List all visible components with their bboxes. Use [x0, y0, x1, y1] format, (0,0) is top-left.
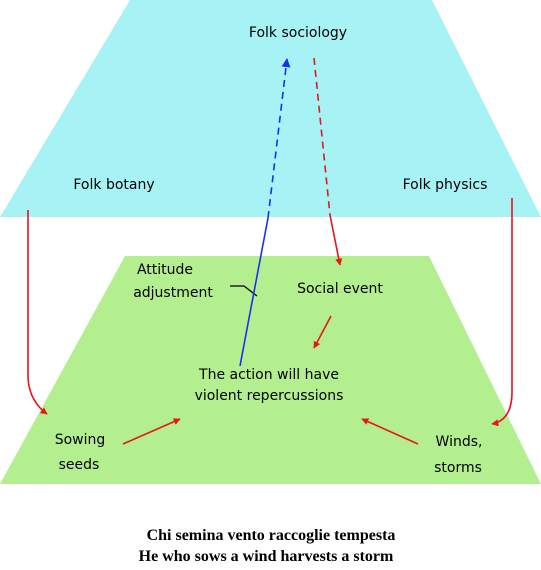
blue-arrow-solid	[239, 217, 269, 367]
folk-sociology-label: Folk sociology	[249, 25, 347, 41]
caption-english: He who sows a wind harvests a storm	[139, 548, 394, 565]
blue-arrow-dashed	[267, 58, 291, 219]
action-label-line2: violent repercussions	[195, 388, 344, 404]
attitude-leader-line	[230, 285, 258, 297]
red-arrow-winds-to-action	[361, 418, 419, 445]
social-event-label: Social event	[297, 281, 383, 297]
sowing-label-line2: seeds	[59, 457, 100, 473]
red-arrow-sociology-dashed	[313, 57, 331, 216]
red-arrow-sociology-solid	[329, 214, 343, 266]
winds-label-line1: Winds,	[436, 434, 483, 450]
top-plane	[0, 0, 541, 217]
folk-physics-label: Folk physics	[403, 177, 488, 193]
red-arrow-sowing-to-action	[122, 418, 181, 445]
red-arrow-physics-to-winds	[491, 198, 513, 427]
caption-italian: Chi semina vento raccoglie tempesta	[147, 527, 396, 544]
bottom-plane	[0, 256, 541, 484]
action-label-line1: The action will have	[198, 367, 339, 383]
sowing-label-line1: Sowing	[55, 432, 106, 448]
attitude-label-line1: Attitude	[137, 262, 193, 278]
folk-botany-label: Folk botany	[73, 177, 154, 193]
attitude-label-line2: adjustment	[133, 285, 213, 301]
red-arrow-event-to-action	[313, 315, 332, 349]
red-arrow-botany-to-sowing	[27, 210, 48, 415]
winds-label-line2: storms	[434, 460, 482, 476]
